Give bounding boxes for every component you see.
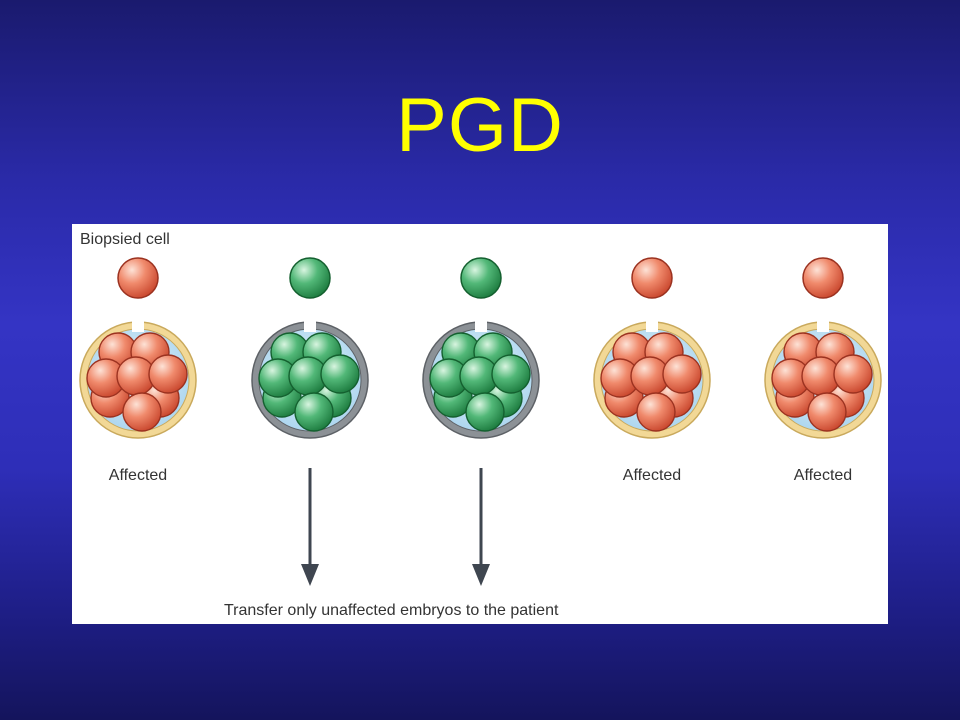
embryos-layer: Affected Affected Affected [79,257,882,484]
blastomere [122,392,162,432]
embryo-status-label: Affected [794,467,852,484]
transfer-arrow [301,468,319,586]
biopsy-opening [817,318,829,332]
blastomere [833,354,873,394]
embryo-status-label: Affected [623,467,681,484]
biopsy-opening [646,318,658,332]
biopsied-cell [117,257,159,299]
embryo-3 [422,257,540,439]
embryo-2 [251,257,369,439]
blastomere [807,392,847,432]
biopsy-opening [475,318,487,332]
pgd-diagram: Biopsied cell Affected Affected Affected T… [79,231,882,619]
arrows-layer [301,468,490,586]
biopsied-cell [802,257,844,299]
embryo-status-label: Affected [109,467,167,484]
blastomere [636,392,676,432]
pgd-diagram-panel: Biopsied cell Affected Affected Affected T… [72,224,888,624]
biopsy-opening [304,318,316,332]
biopsied-cell-label: Biopsied cell [80,231,170,248]
embryo-4: Affected [593,257,711,484]
transfer-caption: Transfer only unaffected embryos to the … [224,602,559,619]
biopsied-cell [631,257,673,299]
biopsied-cell [289,257,331,299]
biopsy-opening [132,318,144,332]
blastomere [294,392,334,432]
slide-title: PGD [396,83,564,168]
blastomere [320,354,360,394]
blastomere [148,354,188,394]
biopsied-cell [460,257,502,299]
embryo-5: Affected [764,257,882,484]
blastomere [662,354,702,394]
transfer-arrow [472,468,490,586]
embryo-1: Affected [79,257,197,484]
blastomere [465,392,505,432]
blastomere [491,354,531,394]
